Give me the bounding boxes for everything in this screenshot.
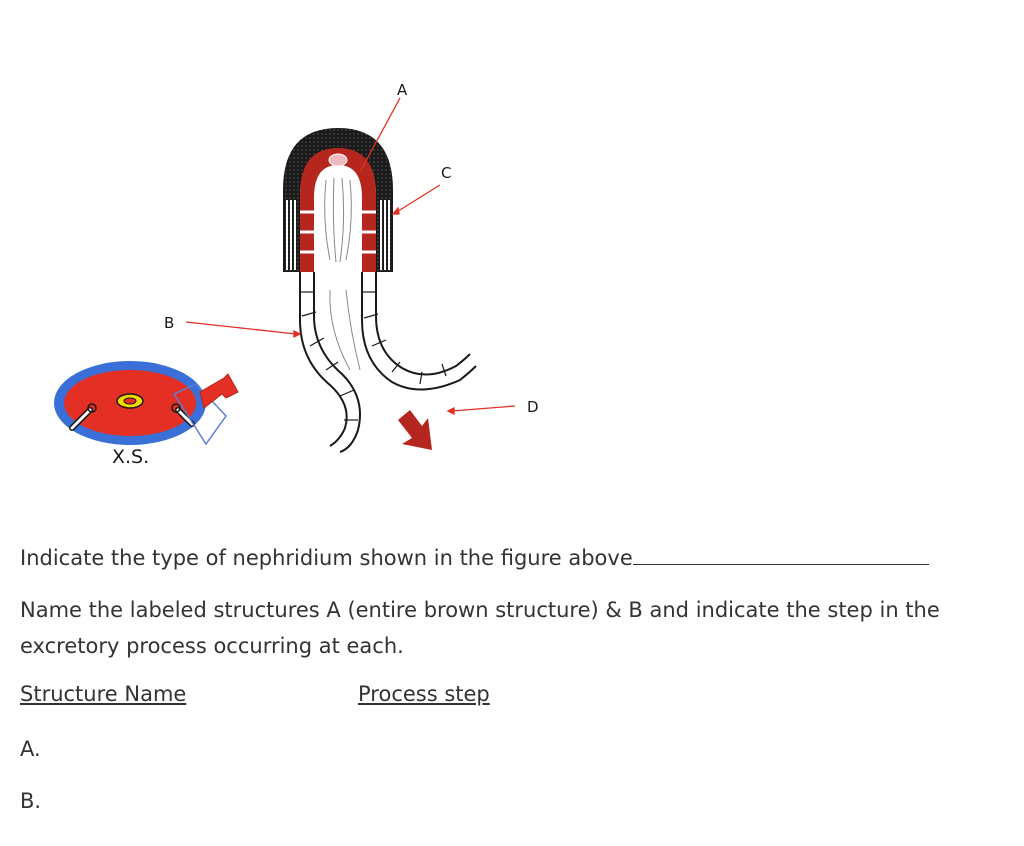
question-structures: Name the labeled structures A (entire br… <box>20 598 940 658</box>
row-label-a: A. <box>20 737 41 761</box>
nephridium-drawing <box>283 128 477 453</box>
label-b: B <box>164 314 174 332</box>
xs-label: X.S. <box>112 446 149 468</box>
question-1-text: Indicate the type of nephridium shown in… <box>20 546 633 570</box>
row-label-b: B. <box>20 789 42 813</box>
label-a: A <box>397 81 408 99</box>
label-d: D <box>527 398 539 416</box>
process-step-header: Process step <box>358 682 490 706</box>
answer-blank[interactable] <box>632 542 929 565</box>
nephridium-figure: X.S. <box>54 81 539 468</box>
structure-name-header: Structure Name <box>20 682 187 706</box>
cross-section: X.S. <box>54 361 239 468</box>
question-nephridium-type: Indicate the type of nephridium shown in… <box>20 540 1010 576</box>
label-c: C <box>441 164 451 182</box>
